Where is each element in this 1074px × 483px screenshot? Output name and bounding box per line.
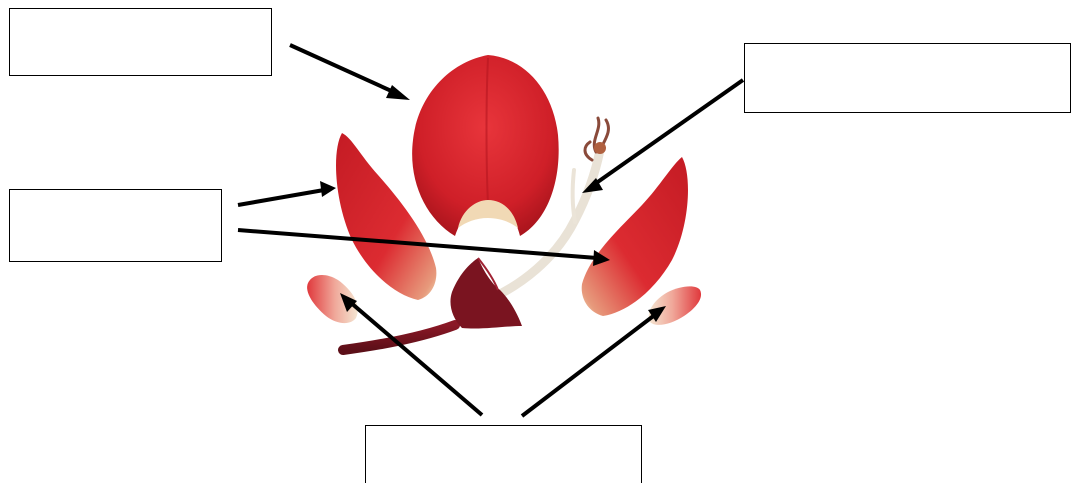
anther-tip — [594, 142, 606, 154]
label-box-top-right[interactable] — [744, 43, 1071, 113]
label-box-top-left[interactable] — [9, 8, 272, 76]
arrowhead-standard-petal — [386, 85, 410, 100]
arrow-right-keel — [522, 314, 656, 416]
label-box-middle-left[interactable] — [9, 189, 222, 262]
arrow-stamen — [592, 80, 743, 186]
label-box-bottom[interactable] — [365, 425, 642, 483]
stamen-filament — [573, 170, 575, 222]
arrowhead-left-wing — [320, 181, 336, 197]
arrow-standard-petal — [290, 45, 398, 94]
arrow-left-wing — [238, 190, 324, 205]
